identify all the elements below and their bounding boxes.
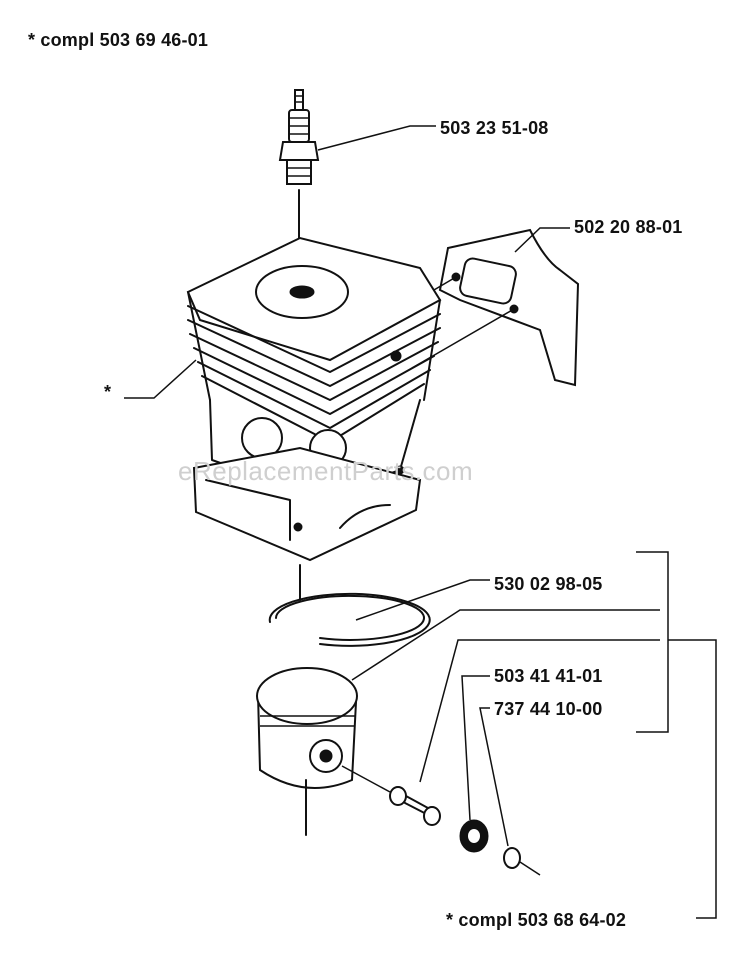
watermark-text: eReplacementParts.com (178, 456, 474, 486)
spark-plug (278, 89, 320, 185)
cylinder-gasket (438, 228, 580, 387)
leader-gasket (514, 227, 570, 253)
circlip-axis (519, 861, 541, 876)
cylinder (186, 236, 442, 562)
assembly-label-top: * compl 503 69 46-01 (28, 30, 209, 50)
leader-piston-pin (419, 639, 660, 783)
leader-cylinder (124, 359, 197, 399)
part-label-piston-ring: 530 02 98-05 (494, 574, 603, 594)
part-label-gasket: 502 20 88-01 (574, 217, 683, 237)
pin-axis (341, 765, 391, 793)
part-label-spark-plug: 503 23 51-08 (440, 118, 549, 138)
leader-needle-bearing (461, 675, 490, 821)
part-label-circlip: 737 44 10-00 (494, 699, 603, 719)
leader-piston (351, 609, 660, 681)
leader-circlip (479, 707, 509, 847)
part-label-piston-pin: 503 41 41-01 (494, 666, 603, 686)
bracket-lower (668, 639, 717, 919)
leader-piston-ring (355, 579, 490, 621)
bracket-upper (636, 551, 669, 733)
circlip (503, 847, 521, 869)
leader-spark-plug (317, 125, 436, 151)
assembly-label-bottom: * compl 503 68 64-02 (446, 910, 627, 930)
needle-bearing (459, 819, 489, 853)
part-label-cylinder: * (104, 382, 112, 402)
piston-pin (389, 786, 441, 826)
piston (256, 667, 358, 789)
piston-ring (268, 592, 431, 647)
